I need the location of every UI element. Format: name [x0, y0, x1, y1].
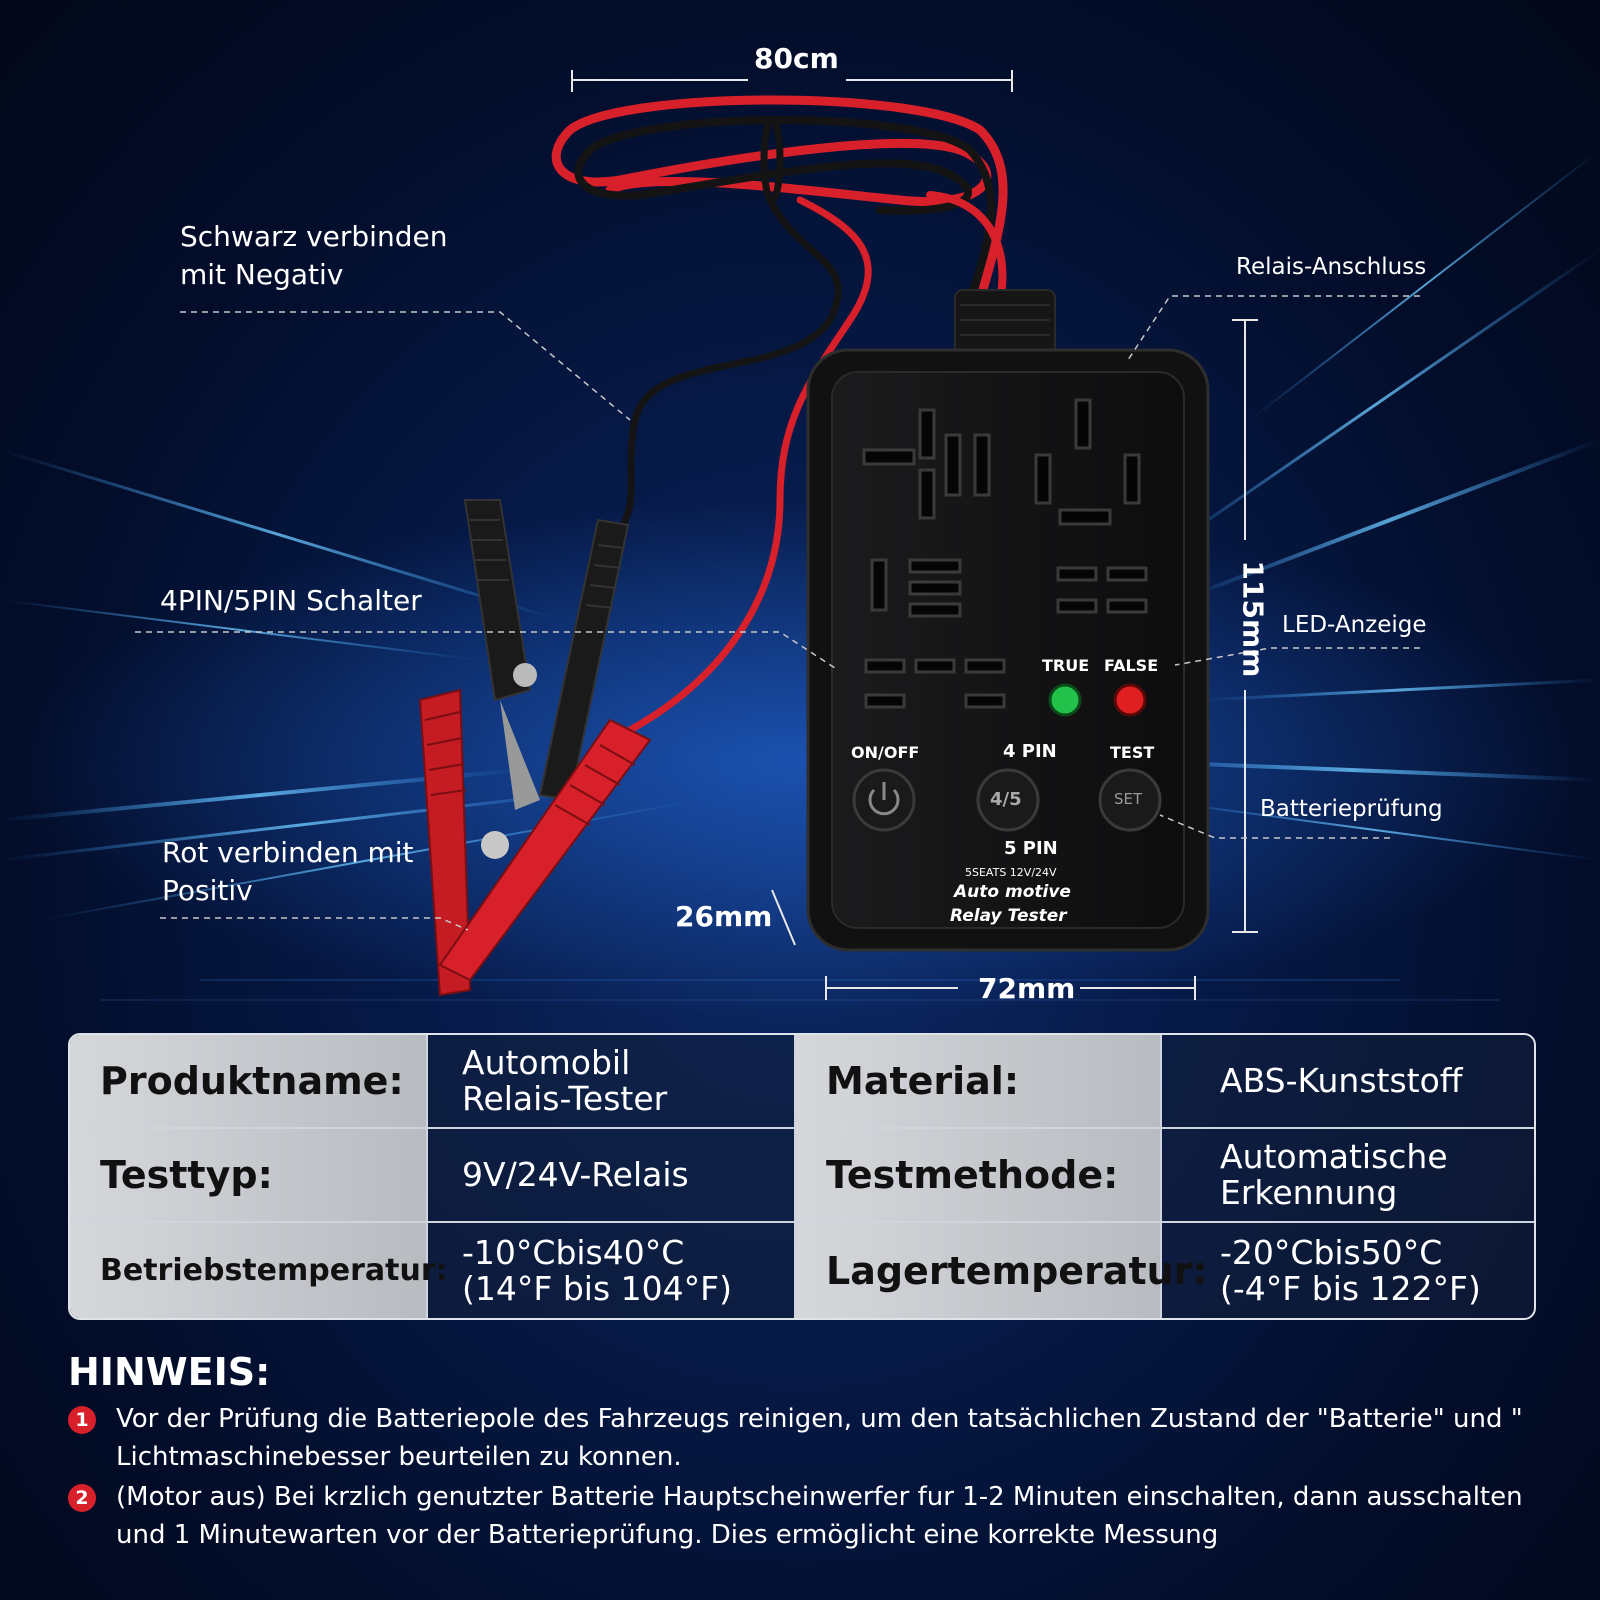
spec-value: 9V/24V-Relais	[428, 1129, 796, 1223]
led-true-icon	[1048, 683, 1082, 717]
test-button-label: TEST	[1110, 743, 1155, 762]
led-false-icon	[1113, 683, 1147, 717]
power-icon	[868, 788, 900, 816]
callout-relay-port: Relais-Anschluss	[1236, 254, 1427, 280]
test-button-face[interactable]	[1098, 768, 1162, 832]
pin4-label: 4 PIN	[1003, 741, 1057, 762]
note-text: (Motor aus) Bei krzlich genutzter Batter…	[116, 1482, 1523, 1550]
note-item: 2 (Motor aus) Bei krzlich genutzter Batt…	[68, 1478, 1528, 1554]
note-number-badge: 2	[68, 1484, 96, 1512]
callout-battery-test: Batterieprüfung	[1260, 796, 1443, 822]
spec-key: Produktname:	[70, 1035, 428, 1129]
dimension-lines	[571, 70, 1258, 1000]
power-button-label: ON/OFF	[851, 743, 920, 762]
dim-cable-length: 80cm	[754, 42, 839, 75]
callout-red-clamp: Rot verbinden mit Positiv	[162, 836, 414, 907]
callout-pin-switch: 4PIN/5PIN Schalter	[160, 584, 422, 617]
spec-key: Material:	[796, 1035, 1162, 1129]
led-true-label: TRUE	[1042, 656, 1090, 675]
test-face-label: SET	[1114, 790, 1143, 808]
pin-switch-button-face[interactable]	[976, 768, 1040, 832]
spec-value: Automobil Relais-Tester	[428, 1035, 796, 1129]
note-item: 1 Vor der Prüfung die Batteriepole des F…	[68, 1400, 1528, 1476]
callout-lines	[135, 295, 1420, 931]
note-text: Vor der Prüfung die Batteriepole des Fah…	[116, 1404, 1523, 1472]
dim-height: 115mm	[1236, 560, 1270, 678]
device-name-line2: Relay Tester	[950, 906, 1067, 926]
black-clamp	[463, 499, 630, 810]
spec-key: Testtyp:	[70, 1129, 428, 1223]
spec-value: -20°Cbis50°C (-4°F bis 122°F)	[1220, 1232, 1481, 1308]
led-false-label: FALSE	[1104, 656, 1159, 675]
callout-led: LED-Anzeige	[1282, 612, 1427, 638]
callout-black-clamp: Schwarz verbinden mit Negativ	[180, 220, 448, 291]
seats-label: 5SEATS 12V/24V	[965, 866, 1057, 879]
spec-value: ABS-Kunststoff	[1162, 1035, 1534, 1129]
relay-tester-device	[806, 289, 1210, 952]
spec-key: Lagertemperatur:	[796, 1223, 1208, 1318]
device-name-line1: Auto motive	[954, 882, 1071, 902]
spec-key: Betriebstemperatur:	[70, 1223, 448, 1318]
note-number-badge: 1	[68, 1406, 96, 1434]
dim-depth: 26mm	[675, 900, 773, 933]
spec-value: Automatische Erkennung	[1162, 1129, 1534, 1223]
red-clamp	[418, 688, 652, 997]
pin5-label: 5 PIN	[1004, 838, 1058, 859]
spec-key: Testmethode:	[796, 1129, 1162, 1223]
notes-title: HINWEIS:	[68, 1350, 271, 1394]
spec-value: -10°Cbis40°C (14°F bis 104°F)	[428, 1223, 796, 1318]
dim-width: 72mm	[978, 972, 1076, 1005]
spec-table: Produktname: Automobil Relais-Tester Mat…	[68, 1033, 1536, 1320]
cable-coil	[551, 95, 1008, 734]
pin-switch-face-label: 4/5	[990, 789, 1022, 810]
